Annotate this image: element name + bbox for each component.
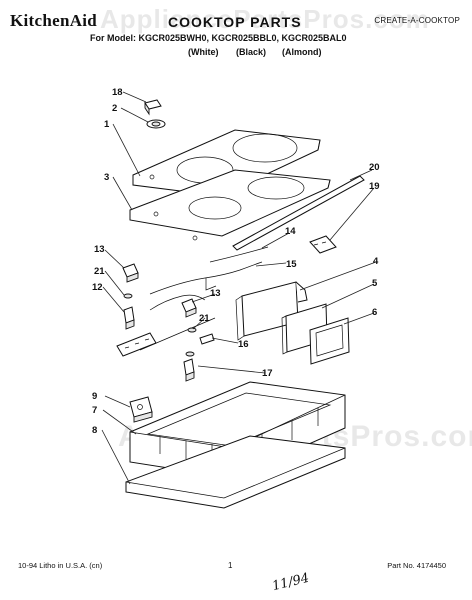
footer-part-number: Part No. 4174450 <box>387 561 446 570</box>
callout-17: 17 <box>262 368 273 379</box>
callout-3: 3 <box>104 172 109 183</box>
watermark-top: AppliancePartsPros.com <box>100 4 430 34</box>
callout-15: 15 <box>286 259 297 270</box>
callout-4: 4 <box>373 256 379 267</box>
part-21-washer-center <box>187 327 197 333</box>
footer-page-number: 1 <box>228 561 233 570</box>
part-17-orifice <box>183 351 195 382</box>
part-12-fitting <box>123 306 135 330</box>
color-black-label: (Black) <box>236 47 267 57</box>
callout-numbers: 18 2 1 3 20 19 14 15 13 21 12 4 5 6 13 2… <box>92 87 380 436</box>
part-2-bezel <box>146 119 166 129</box>
callout-21-left: 21 <box>94 266 105 277</box>
part-18-knob-cap <box>144 99 162 116</box>
callout-13-left: 13 <box>94 244 105 255</box>
part-14-tube <box>209 246 269 263</box>
callout-5: 5 <box>372 278 378 289</box>
part-8-bottom-tray <box>125 435 346 509</box>
footer-print-info: 10-94 Litho in U.S.A. (cn) <box>18 561 103 570</box>
callout-6: 6 <box>372 307 377 318</box>
callout-14: 14 <box>285 226 296 237</box>
callout-7: 7 <box>92 405 97 416</box>
callout-12: 12 <box>92 282 103 293</box>
callout-8: 8 <box>92 425 97 436</box>
callout-9: 9 <box>92 391 97 402</box>
part-13-valve-center <box>181 298 197 318</box>
brand-logo: KitchenAid <box>10 11 98 30</box>
part-20-trim-strip <box>232 175 365 251</box>
leader-lines <box>101 91 377 485</box>
callout-2: 2 <box>112 103 117 114</box>
callout-19: 19 <box>369 181 380 192</box>
part-3-burner-base <box>129 169 331 241</box>
part-6-frame <box>309 317 350 365</box>
callout-13-center: 13 <box>210 288 221 299</box>
section-title: COOKTOP PARTS <box>168 14 302 30</box>
part-21-washer-left <box>123 293 133 299</box>
callout-18: 18 <box>112 87 123 98</box>
callout-1: 1 <box>104 119 110 130</box>
color-white-label: (White) <box>188 47 219 57</box>
manifold-pipe <box>116 294 216 357</box>
model-list: For Model: KGCR025BWH0, KGCR025BBL0, KGC… <box>90 33 347 43</box>
color-almond-label: (Almond) <box>282 47 322 57</box>
part-16-fitting <box>199 333 215 345</box>
callout-20: 20 <box>369 162 380 173</box>
part-13-valve-left <box>122 263 139 283</box>
part-15-burner-tube <box>149 261 263 295</box>
part-19-bracket <box>309 235 337 254</box>
subtitle: CREATE-A-COOKTOP <box>374 16 460 25</box>
callout-16: 16 <box>238 339 249 350</box>
part-9-module <box>129 396 153 423</box>
callout-21-center: 21 <box>199 313 210 324</box>
